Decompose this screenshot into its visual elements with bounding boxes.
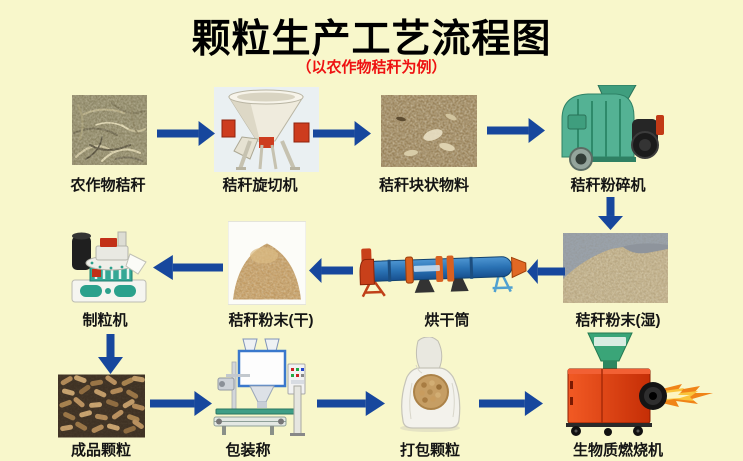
straw-chunks-photo xyxy=(381,95,477,167)
flow-arrow-right-icon xyxy=(150,391,212,416)
node-label-packing-scale: 包装称 xyxy=(225,442,271,459)
node-label-dry-powder: 秸秆粉末(干) xyxy=(228,312,314,329)
node-label-biomass-burner: 生物质燃烧机 xyxy=(572,442,663,459)
wet-straw-powder-photo xyxy=(563,233,668,303)
straw-crusher-image xyxy=(548,85,666,173)
node-label-straw-chunks: 秸秆块状物料 xyxy=(378,177,469,194)
flow-arrow-right-icon xyxy=(313,121,371,146)
packing-scale-image xyxy=(212,338,312,437)
node-label-rotary-cutter: 秸秆旋切机 xyxy=(222,177,298,194)
dry-straw-powder-photo xyxy=(228,221,306,305)
flow-arrow-right-icon xyxy=(317,391,385,416)
page-title: 颗粒生产工艺流程图 xyxy=(191,18,552,61)
finished-pellets-photo xyxy=(58,374,145,438)
crop-straw-photo xyxy=(72,95,147,165)
flow-arrow-right-icon xyxy=(157,121,215,146)
straw-rotary-cutter-image xyxy=(214,87,319,172)
node-label-wet-powder: 秸秆粉末(湿) xyxy=(575,312,661,329)
node-label-packed-pellets: 打包颗粒 xyxy=(399,442,460,459)
flow-arrow-left-icon xyxy=(153,255,223,280)
flow-arrow-left-icon xyxy=(527,259,565,284)
pellet-mill-image xyxy=(66,224,152,308)
node-label-finished-pellets: 成品颗粒 xyxy=(70,442,131,459)
page-subtitle: （以农作物秸秆为例） xyxy=(296,59,447,76)
node-label-straw-crusher: 秸秆粉碎机 xyxy=(570,177,646,194)
flow-arrow-left-icon xyxy=(309,258,353,283)
node-label-drying-drum: 烘干筒 xyxy=(424,312,470,329)
node-label-pellet-mill: 制粒机 xyxy=(82,312,128,329)
flow-arrow-down-icon xyxy=(598,197,623,230)
drying-drum-image xyxy=(350,242,528,298)
packed-pellets-sack-image xyxy=(394,337,465,432)
node-label-crop-straw: 农作物秸秆 xyxy=(70,177,146,194)
flow-arrow-right-icon xyxy=(479,391,543,416)
biomass-burner-image xyxy=(558,331,715,437)
flow-arrow-right-icon xyxy=(487,118,545,143)
flow-arrow-down-icon xyxy=(98,334,123,374)
